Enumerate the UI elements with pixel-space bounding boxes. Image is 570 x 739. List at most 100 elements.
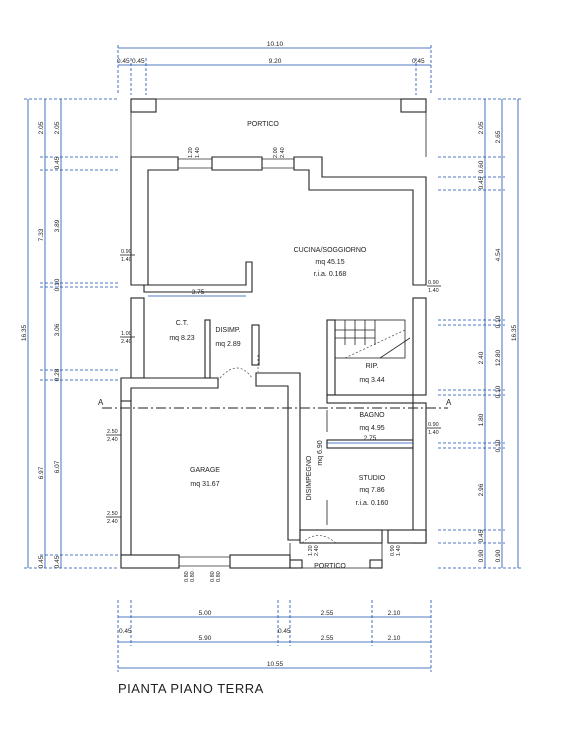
svg-text:2.05: 2.05 — [38, 121, 45, 134]
wall-bottom-mid — [229, 554, 291, 569]
svg-text:2.55: 2.55 — [321, 635, 334, 642]
svg-text:2.65: 2.65 — [495, 130, 502, 143]
svg-text:5.00: 5.00 — [199, 610, 212, 617]
stairs — [334, 319, 411, 359]
svg-text:2.05: 2.05 — [478, 121, 485, 134]
svg-text:2.40: 2.40 — [107, 437, 118, 443]
wall-right-bottom — [412, 402, 427, 544]
room-bagno-name: BAGNO — [359, 412, 385, 419]
wall-ct-bottom — [120, 377, 219, 402]
wall-top-right — [293, 156, 427, 286]
svg-text:2.40: 2.40 — [107, 519, 118, 525]
room-rip-name: RIP. — [366, 363, 379, 370]
svg-text:0.80: 0.80 — [216, 571, 222, 582]
room-disimp-area: mq 2.89 — [215, 341, 240, 348]
svg-text:0.90: 0.90 — [478, 549, 485, 562]
svg-text:2.10: 2.10 — [388, 635, 401, 642]
svg-text:1.40: 1.40 — [428, 430, 439, 436]
dim-375: 3.75 — [192, 289, 205, 296]
room-garage-area: mq 31.67 — [190, 481, 219, 488]
wall-bottom-corner — [387, 529, 427, 544]
svg-text:3.06: 3.06 — [54, 323, 61, 336]
svg-text:3.89: 3.89 — [54, 219, 61, 232]
wall-left-garage — [120, 400, 132, 556]
svg-text:0.28: 0.28 — [54, 368, 61, 381]
svg-text:2.50: 2.50 — [107, 511, 118, 517]
room-ct-name: C.T. — [176, 320, 189, 327]
svg-text:0.45: 0.45 — [478, 529, 485, 542]
wall-top-left — [130, 156, 179, 286]
svg-text:1.40: 1.40 — [428, 288, 439, 294]
svg-text:1.20: 1.20 — [308, 545, 314, 556]
svg-text:16.35: 16.35 — [511, 324, 518, 341]
walls — [120, 98, 427, 569]
bottom-dims: 5.00 2.55 2.10 0.45 5.90 0.45 2.55 2.10 … — [117, 600, 432, 672]
svg-text:0.10: 0.10 — [54, 278, 61, 291]
wall-right-mid — [412, 297, 427, 396]
wall-bottom-left — [120, 554, 180, 569]
door-swing-disimp — [219, 367, 253, 379]
svg-text:4.54: 4.54 — [495, 248, 502, 261]
svg-text:0.80: 0.80 — [210, 571, 216, 582]
section-mark-right: A — [446, 398, 452, 407]
room-kitchen-area: mq 45.15 — [315, 259, 344, 266]
room-portico-bottom: PORTICO — [314, 563, 346, 570]
section-line: A A — [98, 398, 452, 409]
wall-left-ct — [130, 297, 145, 379]
svg-text:1.80: 1.80 — [478, 413, 485, 426]
pillar-top-right — [400, 98, 427, 113]
svg-text:5.90: 5.90 — [199, 635, 212, 642]
room-portico-top: PORTICO — [247, 121, 279, 128]
svg-text:0.45: 0.45 — [54, 555, 61, 568]
svg-text:1.20: 1.20 — [188, 147, 194, 158]
room-studio-area: mq 7.86 — [359, 487, 384, 494]
svg-text:0.90: 0.90 — [390, 545, 396, 556]
room-bagno-area: mq 4.95 — [359, 425, 384, 432]
wall-ct-top — [143, 261, 253, 293]
svg-text:0.80: 0.80 — [184, 571, 190, 582]
right-dims: 2.05 0.60 0.45 2.65 4.54 0.10 2.40 0.10 … — [438, 98, 522, 569]
opening-labels: 1.20 1.40 2.00 2.40 0.90 1.40 0.90 1.40 … — [106, 147, 441, 582]
svg-text:1.40: 1.40 — [195, 147, 201, 158]
svg-text:2.00: 2.00 — [273, 147, 279, 158]
svg-text:0.45: 0.45 — [38, 555, 45, 568]
room-disimp-name: DISIMP. — [215, 327, 240, 334]
svg-text:1.00: 1.00 — [121, 331, 132, 337]
left-dims: 16.35 7.33 6.97 2.05 2.05 0.45 3.89 0.10… — [21, 98, 118, 569]
room-labels: PORTICO CUCINA/SOGGIORNO mq 45.15 r.i.a.… — [169, 121, 388, 570]
svg-text:2.05: 2.05 — [54, 121, 61, 134]
plan-title: PIANTA PIANO TERRA — [118, 681, 264, 696]
room-rip-area: mq 3.44 — [359, 377, 384, 384]
svg-text:0.90: 0.90 — [121, 249, 132, 255]
dim-bottom-total: 10.55 — [267, 661, 284, 668]
svg-text:0.80: 0.80 — [190, 571, 196, 582]
dim-top-total: 10.10 — [267, 41, 284, 48]
svg-text:6.07: 6.07 — [54, 460, 61, 473]
svg-text:0.45: 0.45 — [119, 628, 132, 635]
svg-text:0.10: 0.10 — [495, 385, 502, 398]
room-disimpegno-area: mq 6.90 — [317, 440, 324, 465]
dim-275: 2.75 — [364, 435, 377, 442]
svg-text:0.45: 0.45 — [132, 58, 145, 65]
svg-text:0.90: 0.90 — [428, 280, 439, 286]
top-dims: 10.10 0.45 0.45 9.20 0.45 — [117, 41, 432, 95]
svg-text:2.40: 2.40 — [478, 351, 485, 364]
wall-disimp-right — [251, 324, 260, 366]
pillar-top-left — [130, 98, 157, 113]
svg-text:0.45: 0.45 — [117, 58, 130, 65]
svg-text:2.40: 2.40 — [121, 339, 132, 345]
svg-text:0.45: 0.45 — [478, 176, 485, 189]
svg-text:0.90: 0.90 — [495, 549, 502, 562]
svg-text:2.10: 2.10 — [388, 610, 401, 617]
inner-dims: 3.75 2.75 — [148, 289, 413, 444]
wall-top-mid — [211, 156, 263, 171]
svg-text:1.40: 1.40 — [396, 545, 402, 556]
room-studio-name: STUDIO — [359, 475, 386, 482]
wall-ct-disimp — [204, 319, 211, 379]
room-ct-area: mq 8.23 — [169, 335, 194, 342]
svg-text:0.45: 0.45 — [54, 156, 61, 169]
svg-text:9.20: 9.20 — [269, 58, 282, 65]
section-mark-left: A — [98, 398, 104, 407]
svg-text:2.55: 2.55 — [321, 610, 334, 617]
svg-text:16.35: 16.35 — [21, 324, 28, 341]
